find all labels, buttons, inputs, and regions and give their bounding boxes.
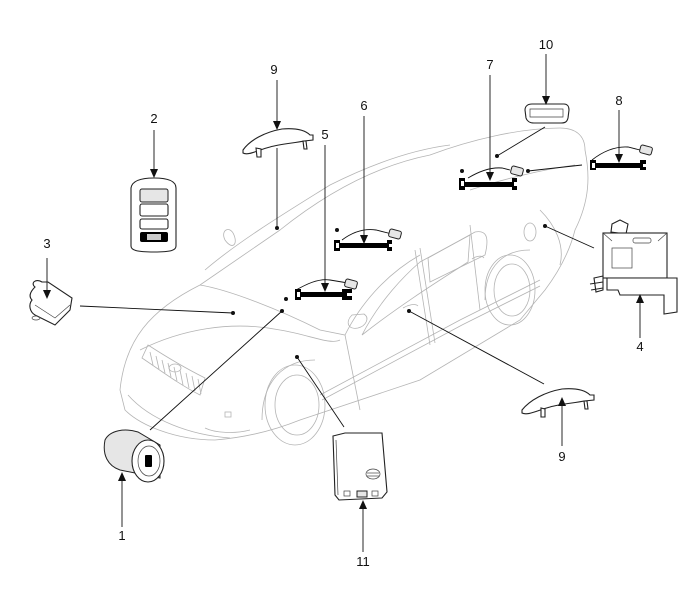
component-6-interior-antenna[interactable]: 6 (334, 98, 402, 251)
component-5-interior-antenna[interactable]: 5 (295, 127, 358, 300)
callout-label-5: 5 (321, 127, 328, 142)
component-9-door-handle-lower[interactable]: 9 (521, 388, 595, 464)
component-3-front-antenna-module[interactable]: 3 (29, 236, 73, 326)
lock-button-icon (139, 188, 169, 203)
callout-label-8: 8 (615, 93, 622, 108)
grille-mesh (149, 351, 202, 395)
component-11-module[interactable]: 11 (332, 432, 388, 569)
callout-label-4: 4 (636, 339, 643, 354)
callout-label-7: 7 (486, 57, 493, 72)
component-8-bumper-antenna[interactable]: 8 (590, 93, 653, 170)
callout-label-6: 6 (360, 98, 367, 113)
leader-lines (79, 126, 595, 431)
trunk-button-icon (139, 218, 169, 230)
component-10-trunk-button[interactable]: 10 (524, 37, 570, 124)
callout-label-9-lower: 9 (558, 449, 565, 464)
callout-label-2: 2 (150, 111, 157, 126)
component-4-smart-key-module[interactable]: 4 (589, 219, 678, 354)
callout-label-11: 11 (356, 554, 370, 569)
callout-label-10: 10 (539, 37, 553, 52)
callout-label-1: 1 (118, 528, 125, 543)
component-9-door-handle-upper[interactable]: 9 (242, 62, 314, 158)
callout-label-9-upper: 9 (270, 62, 277, 77)
component-2-smart-key-fob[interactable]: 2 (130, 111, 177, 253)
callout-label-3: 3 (43, 236, 50, 251)
power-symbol-icon (145, 455, 152, 467)
component-7-rear-shelf-antenna[interactable]: 7 (459, 57, 524, 190)
component-1-start-stop-button[interactable]: 1 (103, 429, 165, 543)
unlock-button-icon (139, 203, 169, 217)
